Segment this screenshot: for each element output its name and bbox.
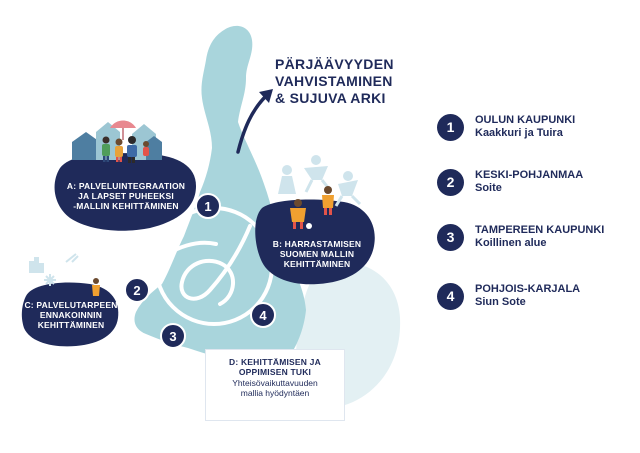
children-figures (102, 136, 149, 163)
bubble-a-line-3: -MALLIN KEHITTÄMINEN (73, 201, 179, 211)
legend-item-4: 4 POHJOIS-KARJALA Siun Sote (437, 279, 580, 313)
dotted-trail (59, 261, 141, 275)
legend-region-3: TAMPEREEN KAUPUNKI (475, 224, 605, 236)
bubble-a-line-1: A: PALVELUINTEGRAATION (66, 181, 186, 191)
legend-number-2: 2 (437, 168, 464, 196)
legend-text-3: TAMPEREEN KAUPUNKI Koillinen alue (475, 224, 604, 250)
snow-icons (29, 253, 79, 286)
bubble-c-line-2: ENNAKOINNIN (39, 310, 103, 320)
title-line-3: & SUJUVA ARKI (275, 90, 386, 106)
legend-region-4: POHJOIS-KARJALA (475, 283, 581, 295)
map-marker-3: 3 (160, 323, 186, 349)
title-line-1: PÄRJÄÄVYYDEN (275, 56, 394, 72)
bubble-b-line-2: SUOMEN MALLIN (279, 249, 355, 259)
legend-item-2: 2 KESKI-POHJANMAA Soite (437, 165, 583, 199)
bubble-d-heading-1: D: KEHITTÄMISEN JA (229, 357, 321, 367)
bubble-c-line-1: C: PALVELUTARPEEN (24, 300, 118, 310)
bubble-c-text: C: PALVELUTARPEEN ENNAKOINNIN KEHITTÄMIN… (24, 300, 118, 330)
bubble-d-box: D: KEHITTÄMISEN JA OPPIMISEN TUKI Yhteis… (205, 349, 345, 421)
bubble-b-line-3: KEHITTÄMINEN (283, 259, 351, 269)
bubble-d-sub-2: mallia hyödyntäen (240, 388, 310, 398)
bubble-c-line-3: KEHITTÄMINEN (37, 320, 105, 330)
bubble-d-heading-2: OPPIMISEN TUKI (238, 367, 312, 377)
bubble-b-text: B: HARRASTAMISEN SUOMEN MALLIN KEHITTÄMI… (262, 239, 372, 269)
bubble-b-line-1: B: HARRASTAMISEN (272, 239, 362, 249)
arrow-head (259, 89, 273, 103)
map-marker-2: 2 (124, 277, 150, 303)
map-marker-4: 4 (250, 302, 276, 328)
legend-area-3: Koillinen alue (475, 237, 547, 249)
legend-region-1: OULUN KAUPUNKI (475, 114, 576, 126)
bubble-a-text: A: PALVELUINTEGRAATION JA LAPSET PUHEEKS… (58, 181, 194, 211)
finland-map (134, 25, 306, 366)
legend-region-2: KESKI-POHJANMAA (475, 169, 584, 181)
child-figure-c (92, 278, 100, 296)
arrow-curve (236, 94, 268, 154)
legend-number-4: 4 (437, 282, 464, 310)
bubble-b (255, 199, 375, 285)
legend-text-4: POHJOIS-KARJALA Siun Sote (475, 283, 580, 309)
legend-text-1: OULUN KAUPUNKI Kaakkuri ja Tuira (475, 114, 575, 140)
legend-number-1: 1 (437, 113, 464, 141)
legend-text-2: KESKI-POHJANMAA Soite (475, 169, 583, 195)
playing-figures-orange (290, 186, 334, 229)
legend-area-4: Siun Sote (475, 296, 526, 308)
legend-number-3: 3 (437, 223, 464, 251)
bubble-d-sub-1: Yhteisövaikuttavuuden (232, 378, 318, 388)
legend-area-1: Kaakkuri ja Tuira (475, 127, 563, 139)
main-title: PÄRJÄÄVYYDEN VAHVISTAMINEN & SUJUVA ARKI (275, 56, 394, 107)
legend-area-2: Soite (475, 182, 502, 194)
bubble-c (21, 282, 119, 347)
legend-item-1: 1 OULUN KAUPUNKI Kaakkuri ja Tuira (437, 110, 575, 144)
title-line-2: VAHVISTAMINEN (275, 73, 393, 89)
legend-item-3: 3 TAMPEREEN KAUPUNKI Koillinen alue (437, 220, 604, 254)
bubble-a-line-2: JA LAPSET PUHEEKSI (78, 191, 174, 201)
playing-figures-light (278, 155, 362, 207)
bubble-a (54, 153, 197, 231)
map-marker-1: 1 (195, 193, 221, 219)
